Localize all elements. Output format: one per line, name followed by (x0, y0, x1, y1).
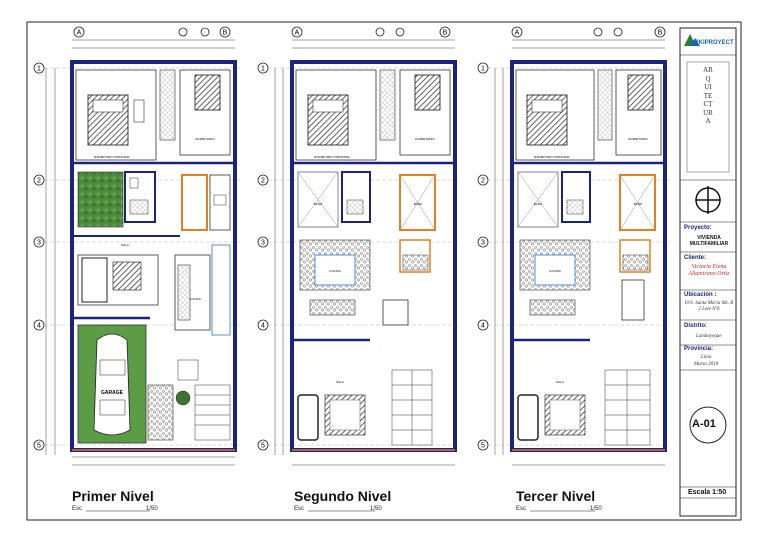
svg-text:4: 4 (261, 323, 265, 330)
svg-text:3: 3 (37, 240, 41, 247)
svg-text:A: A (295, 30, 300, 37)
axis-row-1: 1 (33, 62, 45, 74)
svg-text:DORMITORIO PRINCIPAL: DORMITORIO PRINCIPAL (94, 155, 130, 159)
company-name: ARKIPROYECT (690, 40, 734, 46)
axis-row-4: 4 (33, 319, 45, 331)
svg-text:B: B (658, 30, 663, 37)
proyecto-value: VIVIENDA MULTIFAMILIAR (689, 235, 729, 247)
fecha-value: Marzo 2018 (694, 362, 719, 367)
svg-text:SALA: SALA (121, 243, 129, 247)
plan-segundo-nivel: A B 1 2 3 4 5 DORMITORIO PRINCIPAL DORMI… (257, 26, 460, 466)
svg-text:DORMITORIO PRINCIPAL: DORMITORIO PRINCIPAL (314, 155, 350, 159)
axis-col-b: B (654, 26, 666, 38)
axis-row-4: 4 (477, 319, 489, 331)
ubicacion-label: Ubicación : (684, 292, 717, 298)
svg-text:DORMITORIO: DORMITORIO (415, 137, 435, 141)
svg-text:DORMITORIO: DORMITORIO (195, 137, 215, 141)
svg-text:A: A (515, 30, 520, 37)
provincia-value: Lima (701, 355, 712, 360)
svg-text:COCINA: COCINA (549, 269, 561, 273)
axis-row-1: 1 (477, 62, 489, 74)
svg-text:BAÑO: BAÑO (414, 201, 423, 206)
svg-text:BAÑO: BAÑO (314, 201, 323, 206)
axis-col-a: A (511, 26, 523, 38)
svg-text:5: 5 (261, 443, 265, 450)
axis-row-2: 2 (477, 174, 489, 186)
scale-label: Escala 1:50 (688, 489, 727, 496)
svg-text:BAÑO: BAÑO (534, 201, 543, 206)
vertical-title: ARQUITECTURA (703, 66, 713, 125)
axis-col-b: B (439, 26, 451, 38)
axis-row-2: 2 (33, 174, 45, 186)
svg-text:5: 5 (481, 443, 485, 450)
axis-row-5: 5 (257, 439, 269, 451)
svg-text:4: 4 (481, 323, 485, 330)
axis-row-3: 3 (477, 236, 489, 248)
svg-text:4: 4 (37, 323, 41, 330)
cliente-value: Victoria Elena Altamirano Ortiz (688, 264, 730, 277)
axis-row-3: 3 (257, 236, 269, 248)
axis-row-2: 2 (257, 174, 269, 186)
proyecto-label: Proyecto: (684, 225, 712, 231)
svg-text:3: 3 (481, 240, 485, 247)
distrito-label: Distrito: (684, 323, 707, 329)
north-arrow-icon (695, 186, 721, 214)
title-block (679, 27, 737, 517)
svg-text:B: B (443, 30, 448, 37)
svg-text:1: 1 (481, 66, 485, 73)
plan-title-tercer-nivel: Tercer Nivel (516, 488, 596, 504)
axis-row-3: 3 (33, 236, 45, 248)
distrito-value: Lambayeque (696, 334, 722, 339)
svg-text:DORMITORIO PRINCIPAL: DORMITORIO PRINCIPAL (534, 155, 570, 159)
svg-text:GARAGE: GARAGE (101, 390, 124, 396)
svg-text:2: 2 (261, 178, 265, 185)
sheet-number: A-01 (692, 418, 716, 430)
svg-text:COCINA: COCINA (329, 269, 341, 273)
svg-text:B: B (223, 30, 228, 37)
axis-row-5: 5 (33, 439, 45, 451)
svg-text:5: 5 (37, 443, 41, 450)
axis-col-a: A (73, 26, 85, 38)
svg-text:BAÑO: BAÑO (634, 201, 643, 206)
svg-text:SALA: SALA (336, 380, 344, 384)
axis-row-5: 5 (477, 439, 489, 451)
plan-primer-nivel: A B 1 2 3 4 5 DORMITORIO PRINCIPAL DORMI… (33, 26, 240, 466)
svg-text:1: 1 (37, 66, 41, 73)
plan-title-segundo-nivel: Segundo Nivel (294, 488, 392, 504)
axis-col-b: B (219, 26, 231, 38)
svg-text:2: 2 (481, 178, 485, 185)
plan-tercer-nivel: A B 1 2 3 4 5 DORMITORIO PRINCIPAL DORMI… (477, 26, 670, 466)
axis-row-4: 4 (257, 319, 269, 331)
provincia-label: Provincia: (684, 346, 714, 352)
cliente-label: Cliente: (684, 255, 707, 261)
svg-text:COCINA: COCINA (189, 297, 201, 301)
plan-title-primer-nivel: Primer Nivel (72, 488, 154, 504)
svg-text:1: 1 (261, 66, 265, 73)
svg-text:3: 3 (261, 240, 265, 247)
svg-text:SALA: SALA (556, 380, 564, 384)
ubicacion-value: Urb. Santa Maria Mz. B 2 Lote Nº6 (684, 301, 734, 312)
axis-row-1: 1 (257, 62, 269, 74)
svg-text:DORMITORIO: DORMITORIO (628, 137, 648, 141)
logo (684, 34, 700, 46)
axis-col-a: A (291, 26, 303, 38)
svg-text:2: 2 (37, 178, 41, 185)
svg-text:A: A (77, 30, 82, 37)
